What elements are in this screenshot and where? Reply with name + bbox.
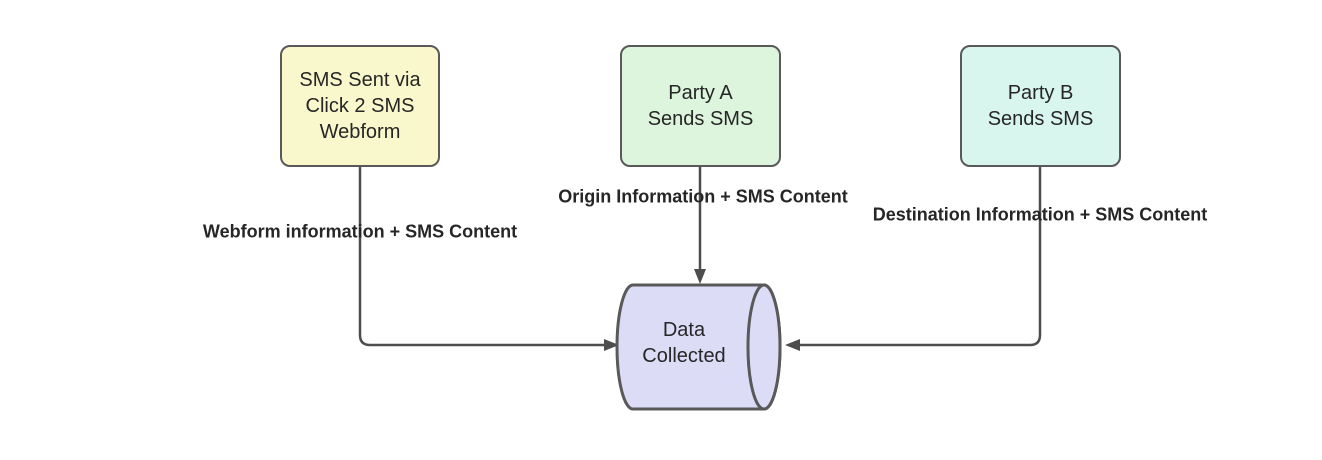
node-party-b: Party B Sends SMS bbox=[960, 45, 1121, 167]
arrowhead-left-icon bbox=[785, 339, 800, 351]
node-label-line: SMS Sent via bbox=[299, 69, 421, 91]
edge-label-webform: Webform information + SMS Content bbox=[202, 221, 518, 242]
node-label-line: Sends SMS bbox=[987, 108, 1094, 130]
node-label-line: Sends SMS bbox=[647, 108, 754, 130]
edge-label-destination: Destination Information + SMS Content bbox=[872, 204, 1208, 225]
node-label-line: Data bbox=[662, 319, 706, 341]
edge-party-b-to-data bbox=[800, 167, 1042, 347]
node-data-collected bbox=[615, 283, 782, 411]
edge-group bbox=[358, 167, 1042, 351]
node-label-line: Click 2 SMS bbox=[305, 95, 415, 117]
node-label-line: Party A bbox=[668, 82, 733, 104]
node-webform: SMS Sent via Click 2 SMS Webform bbox=[280, 45, 440, 167]
node-label-line: Webform bbox=[319, 121, 401, 143]
node-data-collected-label: Data Collected bbox=[642, 317, 725, 369]
arrowhead-right-icon bbox=[604, 339, 619, 351]
edge-webform-to-data bbox=[358, 167, 604, 347]
cylinder-cap bbox=[746, 283, 782, 411]
arrowhead-down-icon bbox=[694, 269, 706, 284]
node-party-a: Party A Sends SMS bbox=[620, 45, 781, 167]
edge-label-origin: Origin Information + SMS Content bbox=[558, 186, 848, 207]
node-label-line: Party B bbox=[1007, 82, 1074, 104]
node-label-line: Collected bbox=[642, 345, 726, 367]
